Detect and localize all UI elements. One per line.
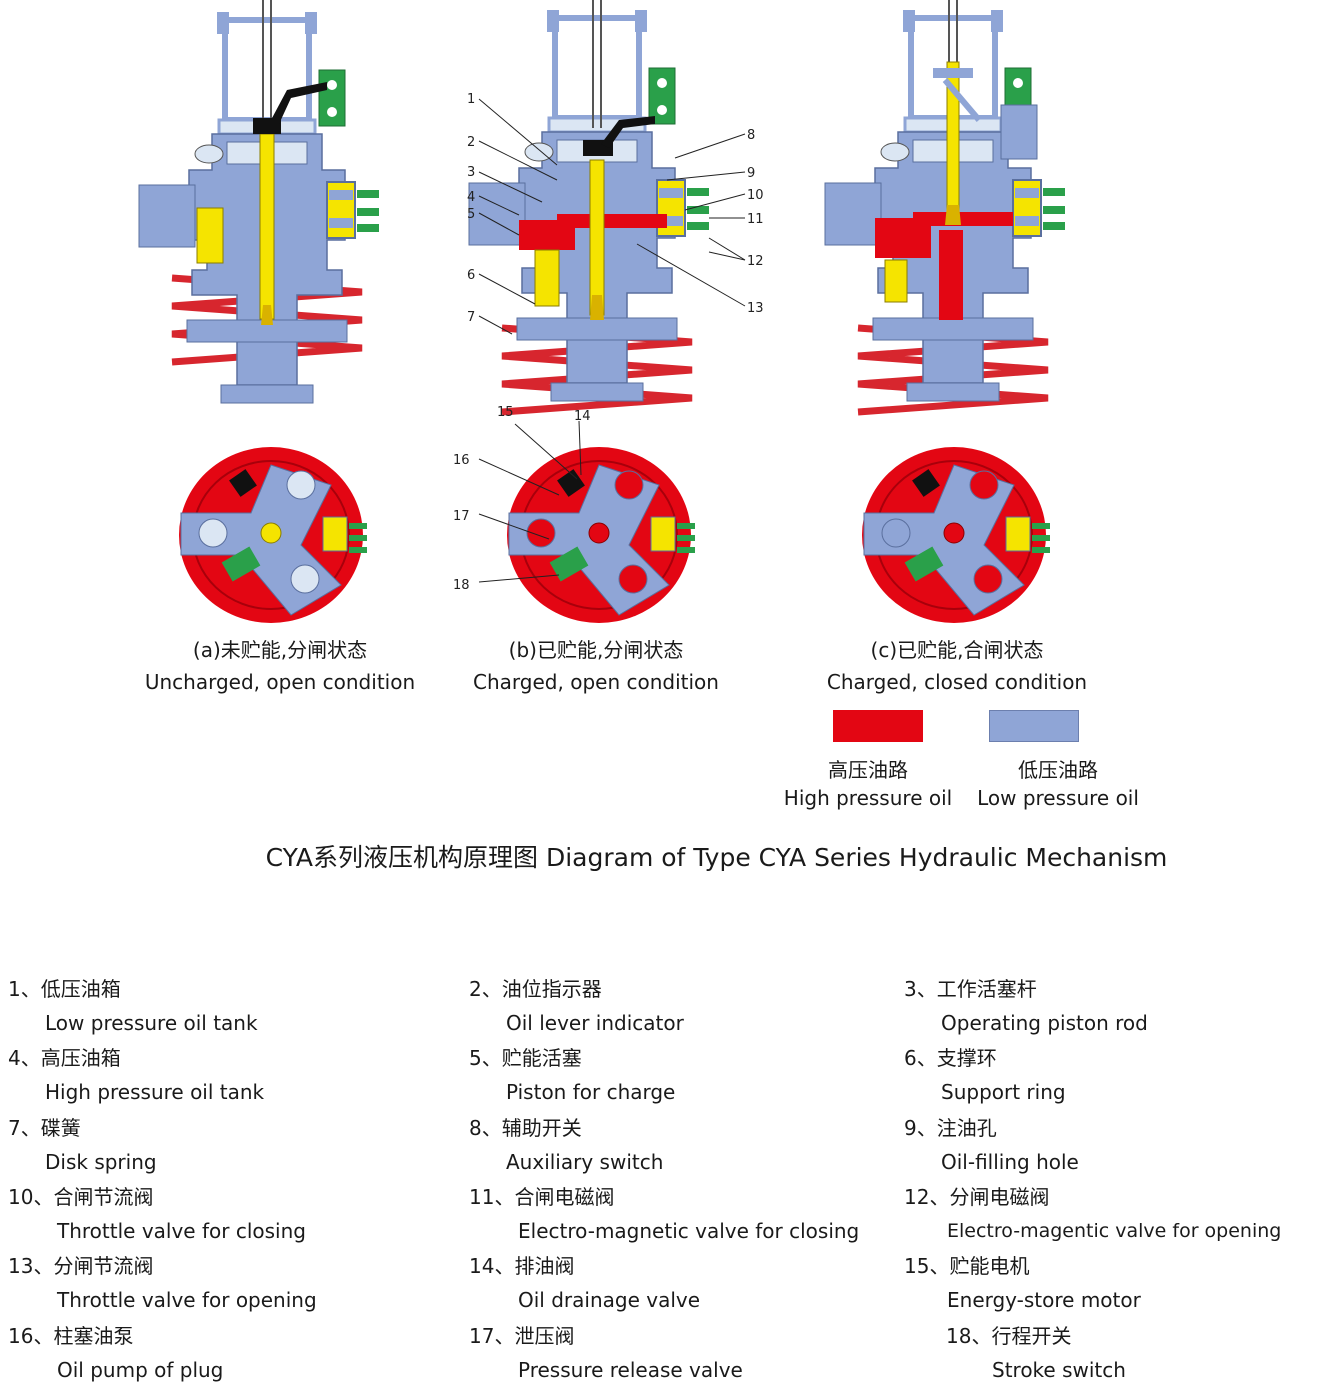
top-view-a (179, 447, 367, 623)
legend-swatch-low-pressure (989, 710, 1079, 742)
callout-9: 9 (747, 166, 755, 181)
part-18-zh: 18、行程开关 (946, 1324, 1072, 1348)
caption-view-c: (c)已贮能,合闸状态 Charged, closed condition (797, 634, 1117, 698)
part-item-8: 8、辅助开关 Auxiliary switch (469, 1111, 663, 1179)
part-item-7: 7、碟簧 Disk spring (8, 1111, 157, 1179)
part-6-en: Support ring (941, 1080, 1066, 1104)
callout-12: 12 (747, 254, 764, 269)
view-c-cross-section (825, 0, 1065, 412)
diagram-title: CYA系列液压机构原理图 Diagram of Type CYA Series … (265, 843, 1168, 872)
callout-14: 14 (574, 409, 591, 424)
part-item-9: 9、注油孔 Oil-filling hole (904, 1111, 1079, 1179)
part-15-zh: 15、贮能电机 (904, 1254, 1030, 1278)
part-2-zh: 2、油位指示器 (469, 977, 602, 1001)
callout-16: 16 (453, 453, 470, 468)
caption-view-b: (b)已贮能,分闸状态 Charged, open condition (436, 634, 756, 698)
part-12-zh: 12、分闸电磁阀 (904, 1185, 1050, 1209)
part-item-15: 15、贮能电机 Energy-store motor (904, 1249, 1141, 1317)
part-8-zh: 8、辅助开关 (469, 1116, 582, 1140)
callout-2: 2 (467, 135, 475, 150)
caption-view-a-zh: (a)未贮能,分闸状态 (192, 638, 368, 662)
caption-view-a-en: Uncharged, open condition (144, 670, 416, 694)
part-1-en: Low pressure oil tank (45, 1011, 258, 1035)
callout-10: 10 (747, 188, 764, 203)
part-item-5: 5、贮能活塞 Piston for charge (469, 1041, 675, 1109)
part-item-4: 4、高压油箱 High pressure oil tank (8, 1041, 264, 1109)
part-18-en: Stroke switch (992, 1358, 1126, 1382)
part-3-zh: 3、工作活塞杆 (904, 977, 1037, 1001)
part-9-en: Oil-filling hole (941, 1150, 1079, 1174)
part-17-zh: 17、泄压阀 (469, 1324, 575, 1348)
part-item-13: 13、分闸节流阀 Throttle valve for opening (8, 1249, 317, 1317)
part-16-zh: 16、柱塞油泵 (8, 1324, 134, 1348)
part-4-zh: 4、高压油箱 (8, 1046, 121, 1070)
caption-view-b-en: Charged, open condition (473, 670, 719, 694)
part-item-16: 16、柱塞油泵 Oil pump of plug (8, 1319, 223, 1387)
callout-numbers: 1 2 3 4 5 6 7 8 9 10 11 12 13 14 15 16 1… (453, 92, 764, 593)
legend-swatch-high-pressure (833, 710, 923, 742)
part-16-en: Oil pump of plug (57, 1358, 224, 1382)
callout-1: 1 (467, 92, 475, 107)
callout-11: 11 (747, 212, 764, 227)
callout-8: 8 (747, 128, 755, 143)
part-3-en: Operating piston rod (941, 1011, 1148, 1035)
part-14-zh: 14、排油阀 (469, 1254, 575, 1278)
part-13-zh: 13、分闸节流阀 (8, 1254, 154, 1278)
part-5-zh: 5、贮能活塞 (469, 1046, 582, 1070)
callout-13: 13 (747, 301, 764, 316)
callout-7: 7 (467, 310, 475, 325)
top-view-b (478, 420, 695, 623)
callout-4: 4 (467, 190, 475, 205)
callout-18: 18 (453, 578, 470, 593)
callout-6: 6 (467, 268, 475, 283)
part-13-en: Throttle valve for opening (57, 1288, 317, 1312)
part-9-zh: 9、注油孔 (904, 1116, 997, 1140)
part-15-en: Energy-store motor (947, 1288, 1141, 1312)
view-a-cross-section (139, 0, 379, 403)
part-item-6: 6、支撑环 Support ring (904, 1041, 1066, 1109)
callout-3: 3 (467, 165, 475, 180)
legend-high-pressure-zh: 高压油路 (828, 758, 908, 782)
part-14-en: Oil drainage valve (518, 1288, 701, 1312)
caption-view-b-zh: (b)已贮能,分闸状态 (508, 638, 684, 662)
part-item-17: 17、泄压阀 Pressure release valve (469, 1319, 743, 1387)
part-4-en: High pressure oil tank (45, 1080, 265, 1104)
part-12-en: Electro-magentic valve for opening (947, 1220, 1282, 1242)
callout-5: 5 (467, 207, 475, 222)
part-item-14: 14、排油阀 Oil drainage valve (469, 1249, 700, 1317)
part-5-en: Piston for charge (506, 1080, 676, 1104)
legend-low-pressure-zh: 低压油路 (1018, 758, 1098, 782)
caption-view-c-en: Charged, closed condition (826, 670, 1088, 694)
legend-high-pressure: 高压油路 High pressure oil (770, 756, 966, 812)
view-b-cross-section (469, 0, 746, 412)
part-item-10: 10、合闸节流阀 Throttle valve for closing (8, 1180, 306, 1248)
legend-low-pressure: 低压油路 Low pressure oil (960, 756, 1156, 812)
part-6-zh: 6、支撑环 (904, 1046, 997, 1070)
caption-view-a: (a)未贮能,分闸状态 Uncharged, open condition (120, 634, 440, 698)
part-11-zh: 11、合闸电磁阀 (469, 1185, 615, 1209)
legend-low-pressure-en: Low pressure oil (977, 786, 1139, 810)
part-8-en: Auxiliary switch (506, 1150, 664, 1174)
part-10-zh: 10、合闸节流阀 (8, 1185, 154, 1209)
part-item-1: 1、低压油箱 Low pressure oil tank (8, 972, 258, 1040)
part-item-2: 2、油位指示器 Oil lever indicator (469, 972, 684, 1040)
hydraulic-mechanism-diagram: 1 2 3 4 5 6 7 8 9 10 11 12 13 14 15 16 1… (0, 0, 1318, 623)
part-item-11: 11、合闸电磁阀 Electro-magnetic valve for closi… (469, 1180, 859, 1248)
part-item-18: 18、行程开关 Stroke switch (946, 1319, 1126, 1387)
part-1-zh: 1、低压油箱 (8, 977, 121, 1001)
part-17-en: Pressure release valve (518, 1358, 743, 1382)
part-7-en: Disk spring (45, 1150, 157, 1174)
callout-15: 15 (497, 405, 514, 420)
caption-view-c-zh: (c)已贮能,合闸状态 (870, 638, 1044, 662)
part-item-3: 3、工作活塞杆 Operating piston rod (904, 972, 1148, 1040)
part-7-zh: 7、碟簧 (8, 1116, 81, 1140)
part-10-en: Throttle valve for closing (57, 1219, 306, 1243)
callout-17: 17 (453, 509, 470, 524)
legend-high-pressure-en: High pressure oil (783, 786, 953, 810)
part-11-en: Electro-magnetic valve for closing (518, 1219, 860, 1243)
part-item-12: 12、分闸电磁阀 Electro-magentic valve for openi… (904, 1180, 1281, 1248)
part-2-en: Oil lever indicator (506, 1011, 684, 1035)
top-view-c (862, 447, 1050, 623)
